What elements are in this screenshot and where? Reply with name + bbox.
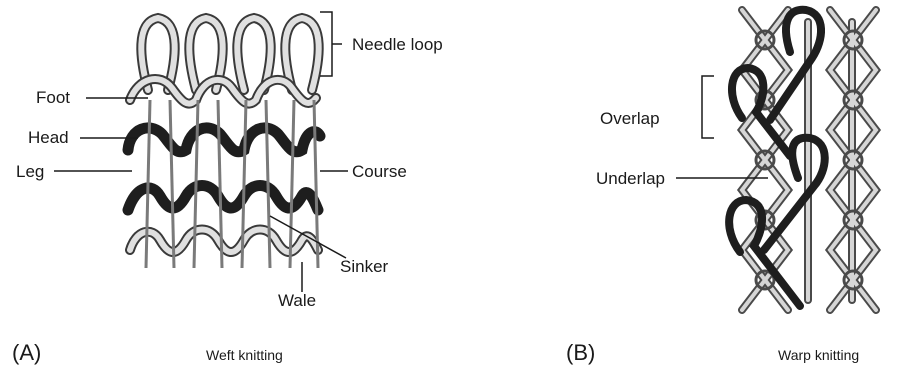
- weft-course-3-dark: [128, 186, 318, 211]
- label-needle-loop: Needle loop: [352, 35, 443, 54]
- label-course: Course: [352, 162, 407, 181]
- label-head: Head: [28, 128, 69, 147]
- label-leg: Leg: [16, 162, 44, 181]
- warp-light-mesh: [742, 10, 876, 310]
- weft-knit-illustration: [128, 18, 320, 268]
- overlap-bracket: [702, 76, 714, 138]
- panel-b-letter: (B): [566, 340, 595, 365]
- label-underlap: Underlap: [596, 169, 665, 188]
- label-foot: Foot: [36, 88, 70, 107]
- warp-knit-illustration: [729, 10, 876, 310]
- weft-legs: [146, 100, 318, 268]
- label-overlap: Overlap: [600, 109, 660, 128]
- label-sinker: Sinker: [340, 257, 389, 276]
- panel-a-caption: Weft knitting: [206, 347, 283, 363]
- weft-course-2-dark: [128, 128, 320, 152]
- panel-b-caption: Warp knitting: [778, 347, 859, 363]
- panel-a-letter: (A): [12, 340, 41, 365]
- label-wale: Wale: [278, 291, 316, 310]
